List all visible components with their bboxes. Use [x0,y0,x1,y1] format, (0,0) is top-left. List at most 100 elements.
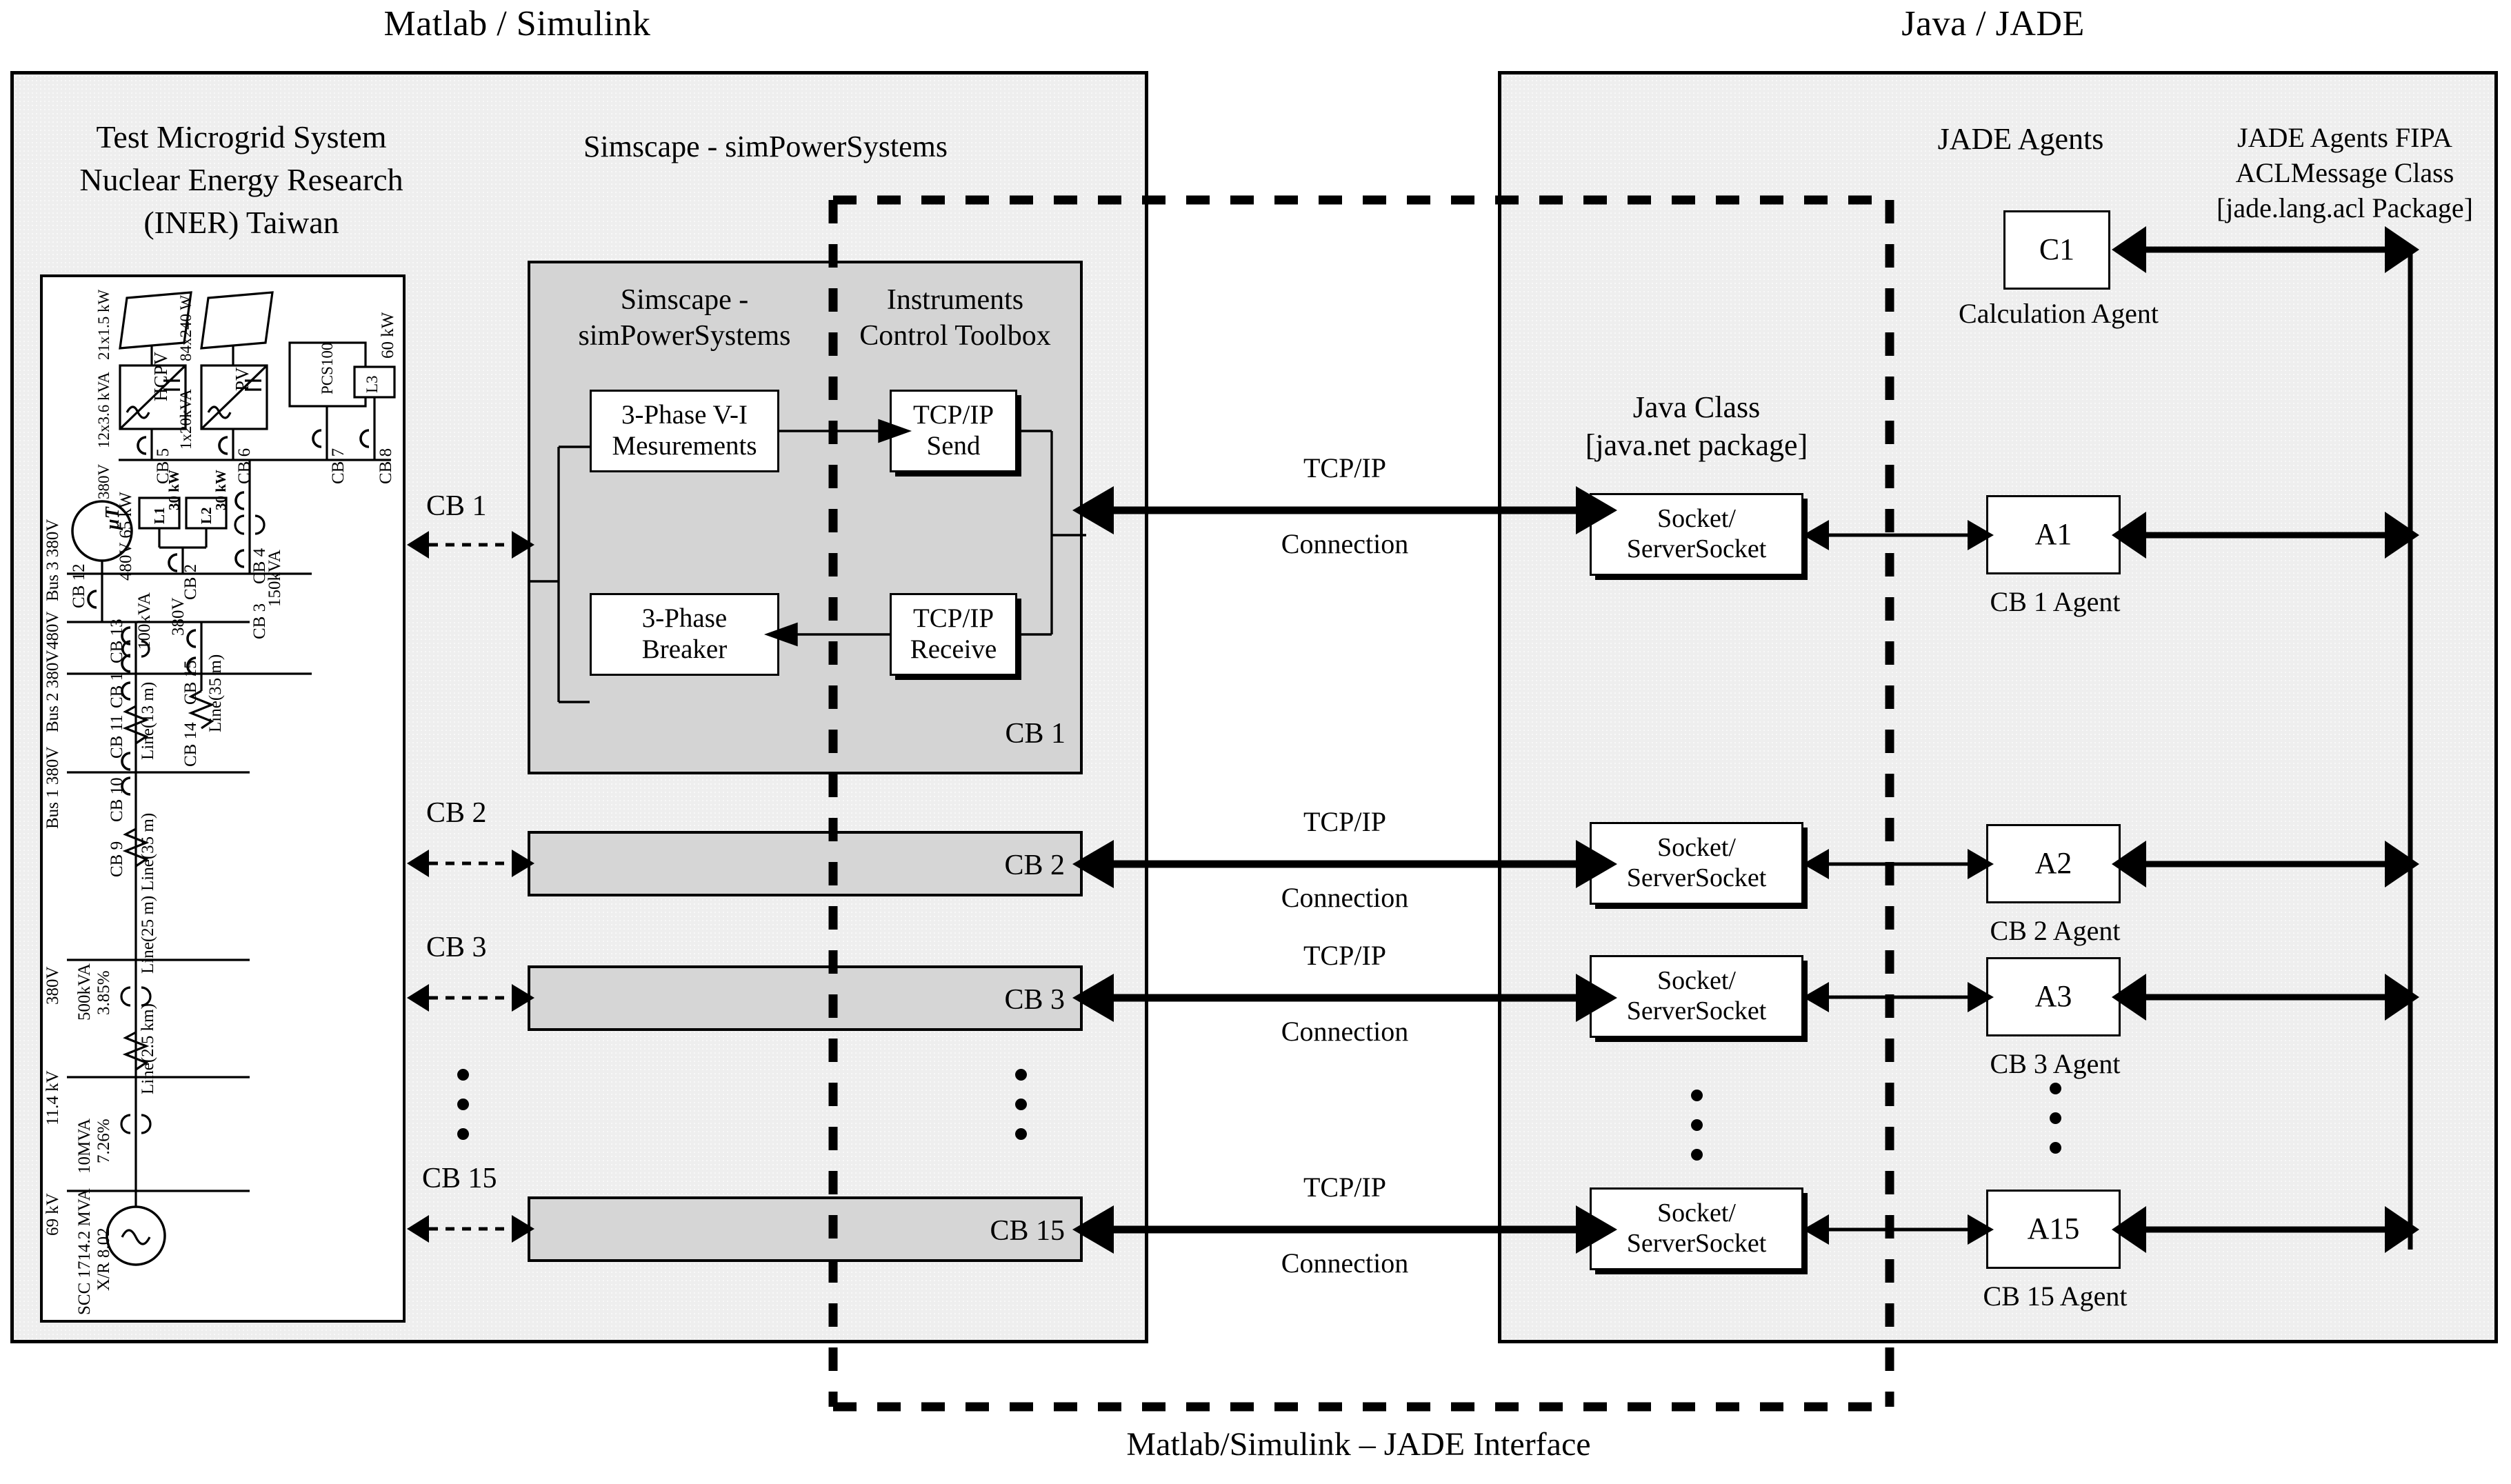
svg-text:CB 15: CB 15 [181,660,200,705]
cb1-right-title-line1: Instruments [886,283,1024,316]
svg-text:CB 11: CB 11 [108,714,126,759]
svg-text:CB 8: CB 8 [377,448,395,484]
svg-text:30 kW: 30 kW [166,470,182,510]
svg-text:HCPV: HCPV [150,351,171,401]
svg-text:380V: 380V [43,966,62,1005]
java-class-line2: [java.net package] [1585,428,1808,462]
svg-text:CB 2: CB 2 [181,564,200,600]
side-label-cb2: CB 2 [426,797,487,829]
svg-text:X/R 8.02: X/R 8.02 [94,1227,113,1291]
svg-text:PCS100: PCS100 [319,343,336,394]
socket2-line1: Socket/ [1657,833,1736,863]
vi-line2: Mesurements [612,431,757,461]
svg-text:7.26%: 7.26% [94,1119,113,1163]
agent-box-a15: A15 [1986,1190,2121,1269]
microgrid-title-line3: (INER) Taiwan [143,204,339,240]
svg-text:480V 65 kW: 480V 65 kW [117,492,135,581]
socket3-line2: ServerSocket [1626,996,1767,1025]
tcpip-arrow-3 [1072,974,1617,1022]
cb2-strip-label: CB 2 [1004,850,1065,881]
cb1-left-title-line1: Simscape - [620,283,749,316]
socket3-line1: Socket/ [1657,966,1736,996]
svg-text:Line(2.5 km): Line(2.5 km) [139,1003,157,1094]
cb1-simscape-block [528,261,1083,774]
svg-text:L3: L3 [363,375,381,393]
cb2-strip: CB 2 [528,831,1083,896]
socket1-line1: Socket/ [1657,504,1736,534]
svg-text:Line(35 m): Line(35 m) [139,813,157,891]
svg-text:84x240 W: 84x240 W [177,295,194,361]
svg-text:CB 10: CB 10 [108,777,126,822]
svg-text:30 kW: 30 kW [212,470,229,510]
arrow-socket-agent-15 [1803,1214,1994,1245]
svg-text:CB 3: CB 3 [250,603,269,639]
socket-block-15: Socket/ ServerSocket [1590,1187,1803,1270]
heading-matlab-simulink: Matlab / Simulink [383,4,651,44]
dashed-arrow-cb1 [407,531,534,559]
recv-line1: TCP/IP [912,603,994,634]
caption-cb15-agent: CB 15 Agent [1983,1281,2128,1312]
cb3-strip: CB 3 [528,965,1083,1031]
arrow-socket-agent-2 [1803,849,1994,879]
agent-box-a2: A2 [1986,824,2121,903]
svg-text:380V: 380V [95,464,112,500]
simscape-panel-label: Simscape - simPowerSystems [583,129,948,163]
jade-agents-label: JADE Agents [1937,121,2104,156]
svg-text:CB 5: CB 5 [154,448,172,484]
brk-line2: Breaker [641,634,728,664]
svg-text:CB 13: CB 13 [108,619,126,663]
svg-text:CB 14: CB 14 [181,722,200,767]
tcpip-arrow-2 [1072,840,1617,888]
socket-block-2: Socket/ ServerSocket [1590,822,1803,905]
cb1-left-title-line2: simPowerSystems [578,319,791,352]
svg-text:10MVA: 10MVA [75,1119,94,1174]
recv-line2: Receive [910,634,997,664]
block-3phase-vi-measurements: 3-Phase V-I Mesurements [590,390,779,472]
svg-text:μT: μT [102,505,123,531]
tcpip-arrow-1 [1072,486,1617,534]
microgrid-title-line2: Nuclear Energy Research [79,161,403,197]
cb1-corner-label: CB 1 [1005,718,1066,750]
side-label-cb1: CB 1 [426,490,487,522]
tcpip-label-1a: TCP/IP [1303,452,1387,483]
tcpip-label-15a: TCP/IP [1303,1172,1387,1203]
tcpip-label-2a: TCP/IP [1303,806,1387,837]
tcpip-label-3b: Connection [1281,1016,1409,1047]
svg-text:1x20kVA: 1x20kVA [177,389,194,450]
socket15-line1: Socket/ [1657,1199,1736,1228]
cb1-right-title-line2: Control Toolbox [859,319,1051,352]
svg-text:CB 1: CB 1 [108,672,126,708]
fipa-label-line2: ACLMessage Class [2235,157,2454,188]
interface-caption: Matlab/Simulink – JADE Interface [1126,1426,1591,1463]
caption-cb2-agent: CB 2 Agent [1990,915,2121,946]
dashed-arrow-cb15 [407,1215,534,1243]
side-label-cb15: CB 15 [422,1163,497,1194]
svg-text:Bus 2 380V: Bus 2 380V [43,650,62,732]
block-tcpip-receive: TCP/IP Receive [890,593,1017,676]
tcpip-label-3a: TCP/IP [1303,940,1387,971]
svg-text:CB 6: CB 6 [235,448,254,484]
svg-text:100kVA: 100kVA [135,592,154,650]
microgrid-schematic-box: 21x1.5 kW 12x3.6 kVA 84x240 W 1x20kVA 38… [40,274,406,1323]
cb15-strip: CB 15 [528,1196,1083,1262]
svg-text:21x1.5 kW: 21x1.5 kW [95,290,112,361]
svg-text:Line(25 m): Line(25 m) [139,896,157,974]
heading-java-jade: Java / JADE [1901,4,2085,44]
svg-text:PV: PV [232,367,252,391]
svg-text:12x3.6 kVA: 12x3.6 kVA [95,372,112,448]
svg-text:Bus 1 380V: Bus 1 380V [43,747,62,829]
agent-box-a3: A3 [1986,957,2121,1036]
ellipsis-socket [1683,1090,1710,1179]
tcpip-arrow-15 [1072,1205,1617,1254]
ellipsis-center-left [449,1069,477,1158]
arrow-socket-agent-1 [1803,520,1994,550]
svg-text:11.4 kV: 11.4 kV [43,1070,62,1125]
socket-block-3: Socket/ ServerSocket [1590,955,1803,1038]
fipa-label-line1: JADE Agents FIPA [2237,122,2452,153]
tcpip-label-15b: Connection [1281,1247,1409,1279]
socket15-line2: ServerSocket [1626,1229,1767,1258]
svg-text:150kVA: 150kVA [266,550,284,607]
tcpip-label-2b: Connection [1281,882,1409,913]
socket2-line2: ServerSocket [1626,863,1767,892]
